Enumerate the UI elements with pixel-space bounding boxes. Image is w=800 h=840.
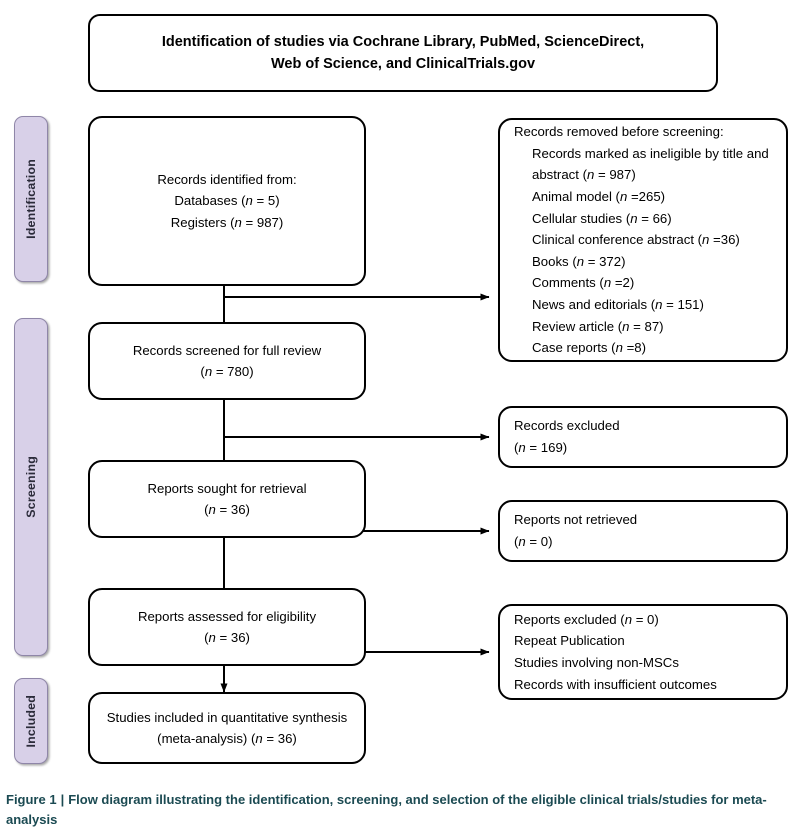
records-removed-item-8: News and editorials (n = 151) xyxy=(532,297,704,313)
studies-included-line-2: (meta-analysis) (n = 36) xyxy=(157,731,297,746)
records-removed-item-1: Records marked as ineligible by title an… xyxy=(532,145,769,161)
stage-bar-screening: Screening xyxy=(14,318,48,656)
node-reports-assessed: Reports assessed for eligibility (n = 36… xyxy=(88,588,366,666)
records-removed-item-6: Books (n = 372) xyxy=(532,253,626,269)
records-screened-line-1: Records screened for full review xyxy=(132,342,322,358)
stage-label-included: Included xyxy=(24,694,38,748)
n-symbol: n xyxy=(655,297,663,313)
node-records-excluded: Records excluded (n = 169) xyxy=(498,406,788,468)
n-symbol: n xyxy=(255,731,263,746)
node-studies-included: Studies included in quantitative synthes… xyxy=(88,692,366,764)
n-symbol: n xyxy=(615,340,623,356)
n-symbol: n xyxy=(702,232,710,248)
records-screened-line-2: (n = 780) xyxy=(200,364,254,379)
reports-excluded-line-1: Reports excluded (n = 0) xyxy=(514,611,659,627)
n-symbol: n xyxy=(518,440,526,455)
figure-caption-label: Figure 1 xyxy=(6,792,57,807)
reports-assessed-line-2: (n = 36) xyxy=(204,630,250,645)
n-symbol: n xyxy=(624,611,633,627)
reports-sought-line-1: Reports sought for retrieval xyxy=(147,480,307,496)
records-removed-item-10: Case reports (n =8) xyxy=(532,340,646,356)
n-symbol: n xyxy=(245,193,253,209)
figure-caption-separator: | xyxy=(60,792,65,807)
stage-label-screening: Screening xyxy=(24,456,38,518)
reports-excluded-line-2: Repeat Publication xyxy=(514,633,625,649)
diagram-title-box: Identification of studies via Cochrane L… xyxy=(88,14,718,92)
node-reports-sought: Reports sought for retrieval (n = 36) xyxy=(88,460,366,538)
n-symbol: n xyxy=(208,630,216,645)
reports-sought-line-2: (n = 36) xyxy=(204,502,250,517)
records-removed-item-4: Cellular studies (n = 66) xyxy=(532,210,672,226)
n-symbol: n xyxy=(204,364,213,379)
n-symbol: n xyxy=(518,534,526,549)
records-identified-line-3: Registers (n = 987) xyxy=(170,214,284,230)
figure-caption: Figure 1|Flow diagram illustrating the i… xyxy=(6,790,792,830)
reports-excluded-line-4: Records with insufficient outcomes xyxy=(514,676,717,692)
studies-included-line-1: Studies included in quantitative synthes… xyxy=(106,709,348,725)
n-symbol: n xyxy=(622,318,630,334)
records-excluded-line-2: (n = 169) xyxy=(514,440,568,455)
n-symbol: n xyxy=(234,214,242,230)
node-records-removed-before-screening: Records removed before screening: Record… xyxy=(498,118,788,362)
reports-not-retrieved-line-2: (n = 0) xyxy=(514,534,553,549)
n-symbol: n xyxy=(576,253,585,269)
n-symbol: n xyxy=(208,502,216,517)
figure-caption-text: Flow diagram illustrating the identifica… xyxy=(6,792,767,828)
node-records-identified: Records identified from: Databases (n = … xyxy=(88,116,366,286)
reports-excluded-line-3: Studies involving non-MSCs xyxy=(514,655,679,670)
records-removed-item-7: Comments (n =2) xyxy=(532,275,635,291)
n-symbol: n xyxy=(586,167,595,183)
diagram-title-line-2: Web of Science, and ClinicalTrials.gov xyxy=(270,56,536,72)
records-identified-line-2: Databases (n = 5) xyxy=(174,193,280,209)
n-symbol: n xyxy=(619,188,628,204)
stage-label-identification: Identification xyxy=(24,159,38,239)
node-reports-not-retrieved: Reports not retrieved (n = 0) xyxy=(498,500,788,562)
stage-bar-included: Included xyxy=(14,678,48,764)
records-removed-item-5: Clinical conference abstract (n =36) xyxy=(532,232,740,248)
stage-bar-identification: Identification xyxy=(14,116,48,282)
records-removed-item-3: Animal model (n =265) xyxy=(532,188,666,204)
diagram-title-line-1: Identification of studies via Cochrane L… xyxy=(161,33,645,50)
records-excluded-line-1: Records excluded xyxy=(514,418,620,434)
node-reports-excluded: Reports excluded (n = 0) Repeat Publicat… xyxy=(498,604,788,700)
records-removed-header: Records removed before screening: xyxy=(514,123,724,139)
reports-not-retrieved-line-1: Reports not retrieved xyxy=(514,512,638,528)
records-identified-line-1: Records identified from: xyxy=(157,172,297,188)
records-removed-item-2: abstract (n = 987) xyxy=(532,167,636,183)
reports-assessed-line-1: Reports assessed for eligibility xyxy=(137,608,317,624)
records-removed-item-9: Review article (n = 87) xyxy=(532,318,664,334)
n-symbol: n xyxy=(630,210,638,226)
node-records-screened: Records screened for full review (n = 78… xyxy=(88,322,366,400)
n-symbol: n xyxy=(603,275,612,291)
